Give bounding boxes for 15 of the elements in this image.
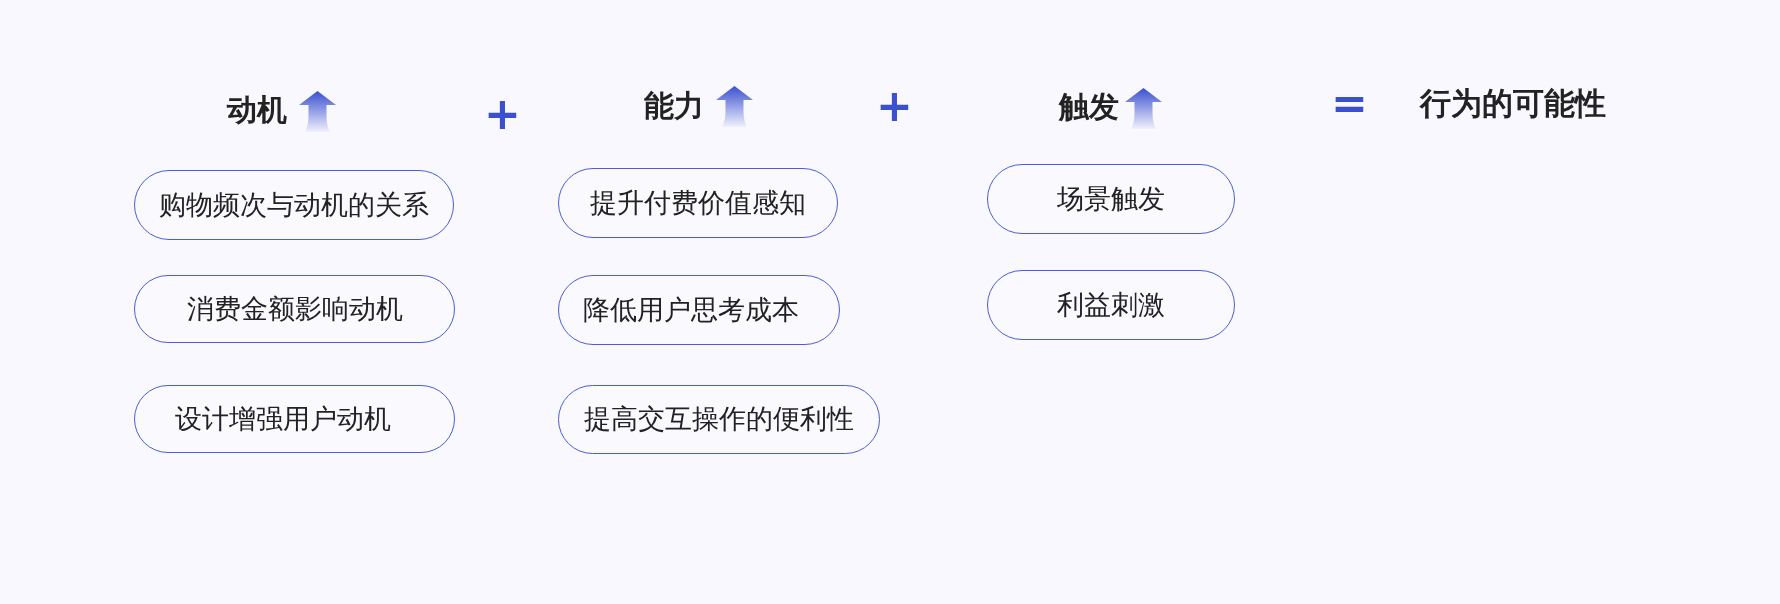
equals-sign: = — [1331, 81, 1368, 125]
column-heading: 触发 — [1059, 92, 1119, 122]
pill-tag: 消费金额影响动机 — [134, 275, 455, 343]
pill-tag: 降低用户思考成本 — [558, 275, 840, 345]
column-heading: 能力 — [644, 91, 704, 121]
pill-tag: 购物频次与动机的关系 — [134, 170, 454, 240]
result-heading: 行为的可能性 — [1420, 88, 1606, 119]
pill-tag: 提高交互操作的便利性 — [558, 385, 880, 454]
plus-sign: + — [876, 84, 913, 128]
pill-tag: 场景触发 — [987, 164, 1235, 234]
pill-tag: 设计增强用户动机 — [134, 385, 455, 453]
plus-sign: + — [484, 92, 521, 136]
pill-tag: 提升付费价值感知 — [558, 168, 838, 238]
pill-tag: 利益刺激 — [987, 270, 1235, 340]
column-heading: 动机 — [227, 95, 287, 125]
